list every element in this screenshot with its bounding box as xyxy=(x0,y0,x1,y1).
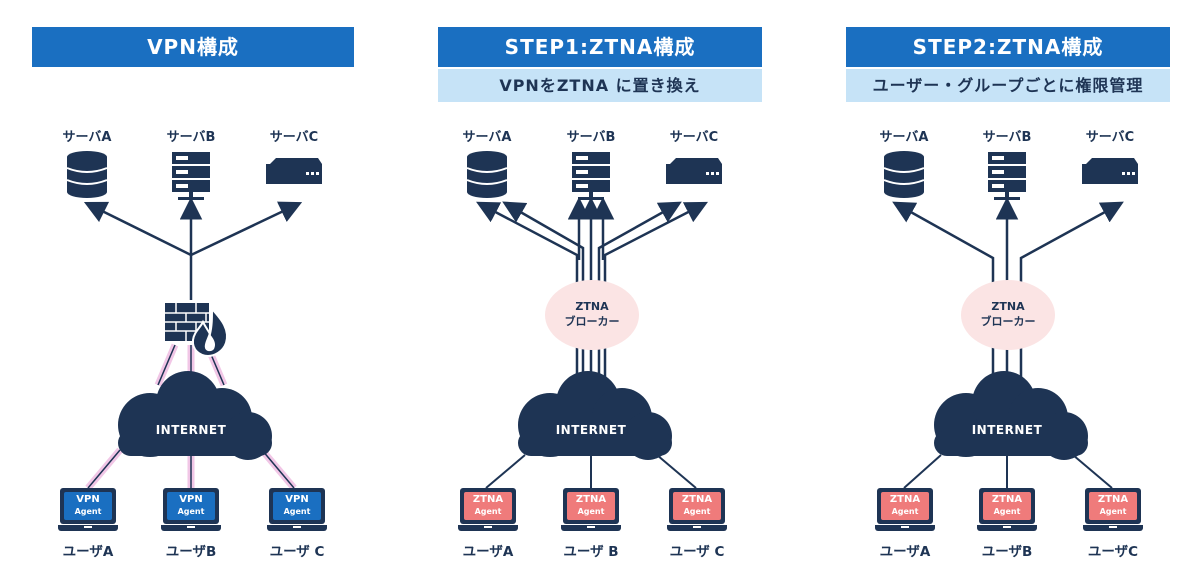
server-c-label: サーバC xyxy=(269,130,319,145)
internet-label: INTERNET xyxy=(555,423,627,437)
broker-subtitle: ブローカー xyxy=(564,315,620,328)
database-icon xyxy=(466,151,508,198)
server-a-label: サーバA xyxy=(462,130,512,145)
agent-label: VPN xyxy=(285,494,309,505)
internet-label: INTERNET xyxy=(155,423,227,437)
header-title: STEP1:ZTNA構成 xyxy=(438,27,762,67)
agent-sub-label: Agent xyxy=(683,507,711,516)
laptop-user-a: VPN Agent xyxy=(58,488,118,538)
agent-label: ZTNA xyxy=(575,494,607,505)
server-b-label: サーバB xyxy=(566,130,616,145)
appliance-icon xyxy=(1082,158,1138,184)
panel-step2-ztna: STEP2:ZTNA構成 ユーザー・グループごとに権限管理 サーバA サーバB … xyxy=(800,0,1200,585)
agent-sub-label: Agent xyxy=(474,507,502,516)
appliance-icon xyxy=(666,158,722,184)
panel-vpn: VPN構成 サーバA サーバB サーバC INTERNET VPN Agent V… xyxy=(0,0,400,585)
agent-label: ZTNA xyxy=(1097,494,1129,505)
laptop-user-b: ZTNA Agent xyxy=(561,488,621,538)
laptop-user-a: ZTNA Agent xyxy=(458,488,518,538)
laptop-user-a: ZTNA Agent xyxy=(875,488,935,538)
laptop-user-c: VPN Agent xyxy=(267,488,327,538)
laptop-user-c: ZTNA Agent xyxy=(1083,488,1143,538)
internet-cloud xyxy=(118,371,272,460)
server-c-label: サーバC xyxy=(669,130,719,145)
agent-sub-label: Agent xyxy=(283,507,311,516)
agent-label: ZTNA xyxy=(472,494,504,505)
user-c-label: ユーザ C xyxy=(269,544,325,560)
internet-cloud xyxy=(934,371,1088,460)
server-rack-icon xyxy=(572,152,610,200)
panel-step1-ztna: STEP1:ZTNA構成 VPNをZTNA に置き換え サーバA サーバB サー… xyxy=(400,0,800,585)
server-c-label: サーバC xyxy=(1085,130,1135,145)
server-rack-icon xyxy=(172,152,210,200)
vpn-connection-lines xyxy=(66,151,322,491)
server-rack-icon xyxy=(988,152,1026,200)
agent-label: ZTNA xyxy=(889,494,921,505)
agent-sub-label: Agent xyxy=(891,507,919,516)
user-a-label: ユーザA xyxy=(62,544,114,560)
internet-cloud xyxy=(518,371,672,460)
agent-sub-label: Agent xyxy=(1099,507,1127,516)
agent-label: ZTNA xyxy=(681,494,713,505)
header-subtitle: ユーザー・グループごとに権限管理 xyxy=(846,69,1170,102)
laptop-user-b: ZTNA Agent xyxy=(977,488,1037,538)
internet-label: INTERNET xyxy=(971,423,1043,437)
database-icon xyxy=(883,151,925,198)
agent-sub-label: Agent xyxy=(177,507,205,516)
user-b-label: ユーザB xyxy=(165,544,217,560)
firewall-icon xyxy=(165,303,228,358)
agent-sub-label: Agent xyxy=(577,507,605,516)
step1-connection-lines xyxy=(466,151,722,489)
broker-subtitle: ブローカー xyxy=(980,315,1036,328)
server-a-label: サーバA xyxy=(62,130,112,145)
user-b-label: ユーザB xyxy=(981,544,1033,560)
ztna-broker: ZTNA ブローカー xyxy=(961,280,1055,350)
header-title: STEP2:ZTNA構成 xyxy=(846,27,1170,67)
broker-title: ZTNA xyxy=(991,300,1025,313)
database-icon xyxy=(66,151,108,198)
broker-title: ZTNA xyxy=(575,300,609,313)
step2-connection-lines xyxy=(883,151,1138,489)
server-b-label: サーバB xyxy=(166,130,216,145)
user-c-label: ユーザ C xyxy=(669,544,725,560)
ztna-broker: ZTNA ブローカー xyxy=(545,280,639,350)
appliance-icon xyxy=(266,158,322,184)
laptop-user-c: ZTNA Agent xyxy=(667,488,727,538)
server-a-label: サーバA xyxy=(879,130,929,145)
server-b-label: サーバB xyxy=(982,130,1032,145)
agent-sub-label: Agent xyxy=(74,507,102,516)
user-a-label: ユーザA xyxy=(879,544,931,560)
agent-label: VPN xyxy=(76,494,100,505)
agent-label: ZTNA xyxy=(991,494,1023,505)
user-a-label: ユーザA xyxy=(462,544,514,560)
user-c-label: ユーザC xyxy=(1087,544,1139,560)
agent-sub-label: Agent xyxy=(993,507,1021,516)
header-subtitle: VPNをZTNA に置き換え xyxy=(438,69,762,102)
agent-label: VPN xyxy=(179,494,203,505)
laptop-user-b: VPN Agent xyxy=(161,488,221,538)
user-b-label: ユーザ B xyxy=(563,544,619,560)
header-title: VPN構成 xyxy=(32,27,354,67)
